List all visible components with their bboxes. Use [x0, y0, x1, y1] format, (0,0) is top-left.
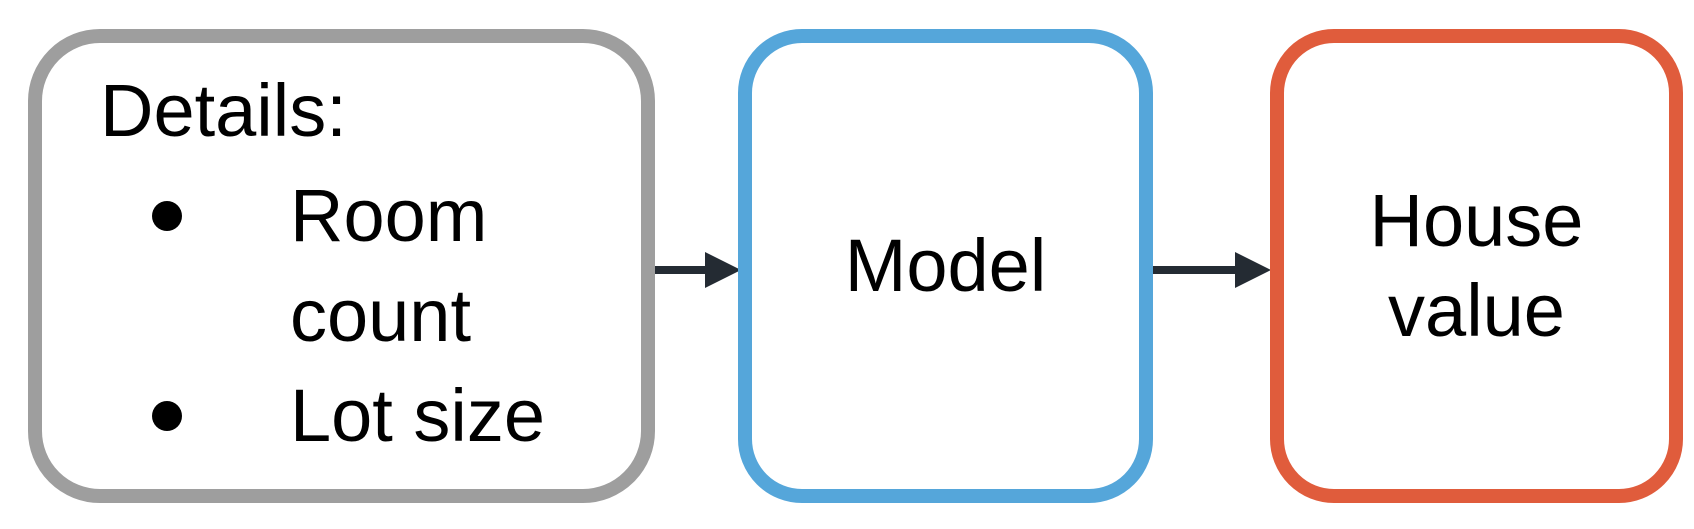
arrow-right-icon: [655, 252, 741, 288]
house-value-box: House value: [1270, 29, 1683, 503]
details-bullet-list: Room count Lot size: [42, 166, 641, 466]
model-box: Model: [738, 29, 1153, 503]
list-item: Lot size: [152, 366, 631, 466]
bullet-icon: [152, 201, 182, 231]
arrow-head: [1235, 252, 1271, 288]
list-item: Room count: [152, 166, 631, 366]
arrow-right-icon: [1153, 252, 1271, 288]
details-title: Details:: [100, 69, 347, 152]
details-box: Details: Room count Lot size: [28, 29, 655, 503]
bullet-icon: [152, 401, 182, 431]
arrow-head: [705, 252, 741, 288]
bullet-item-label: Room count: [290, 174, 488, 357]
model-label: Model: [844, 224, 1047, 307]
bullet-item-label: Lot size: [290, 374, 546, 457]
house-value-label: House value: [1369, 179, 1584, 352]
